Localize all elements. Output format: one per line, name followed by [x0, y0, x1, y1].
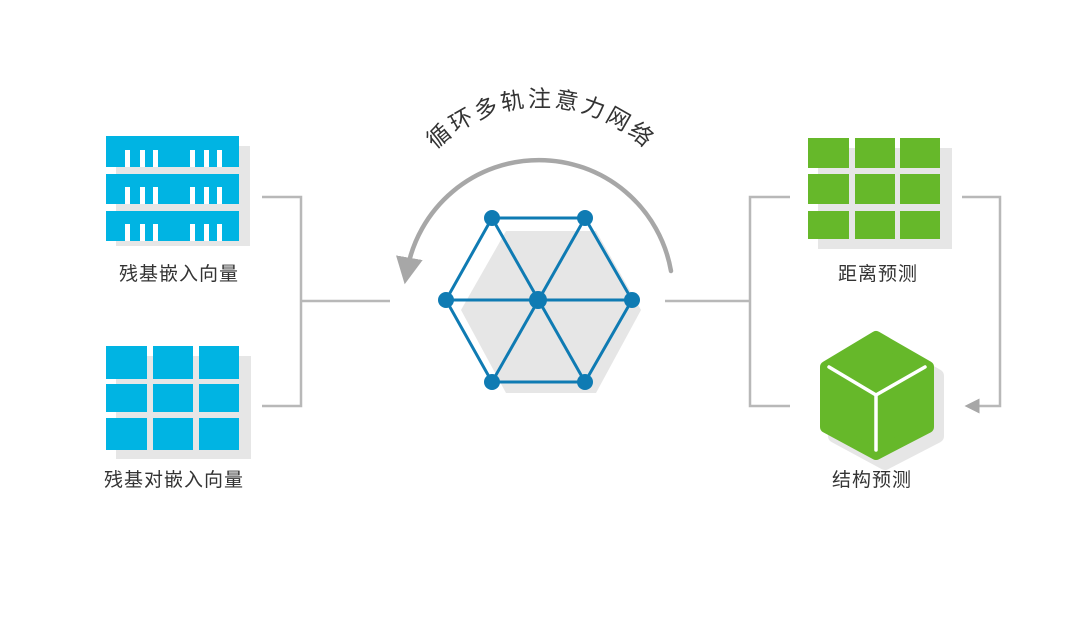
distance-to-structure-arrow: [962, 195, 1002, 414]
network-title: 循环多轨注意力网络: [422, 87, 656, 155]
structure-prediction-icon: [820, 331, 944, 470]
residue-embedding-icon: [106, 136, 250, 246]
pair-embedding-icon: [106, 346, 251, 459]
recycle-arrow: [396, 157, 674, 285]
network-icon: [438, 210, 641, 393]
right-connector: [665, 195, 790, 408]
residue-embedding-label: 残基嵌入向量: [118, 263, 240, 285]
distance-prediction-label: 距离预测: [837, 263, 919, 285]
svg-text:循环多轨注意力网络: 循环多轨注意力网络: [422, 87, 659, 155]
structure-prediction-label: 结构预测: [831, 469, 913, 491]
pair-embedding-label: 残基对嵌入向量: [103, 469, 245, 491]
left-connector: [262, 195, 390, 408]
distance-prediction-icon: [808, 138, 952, 249]
